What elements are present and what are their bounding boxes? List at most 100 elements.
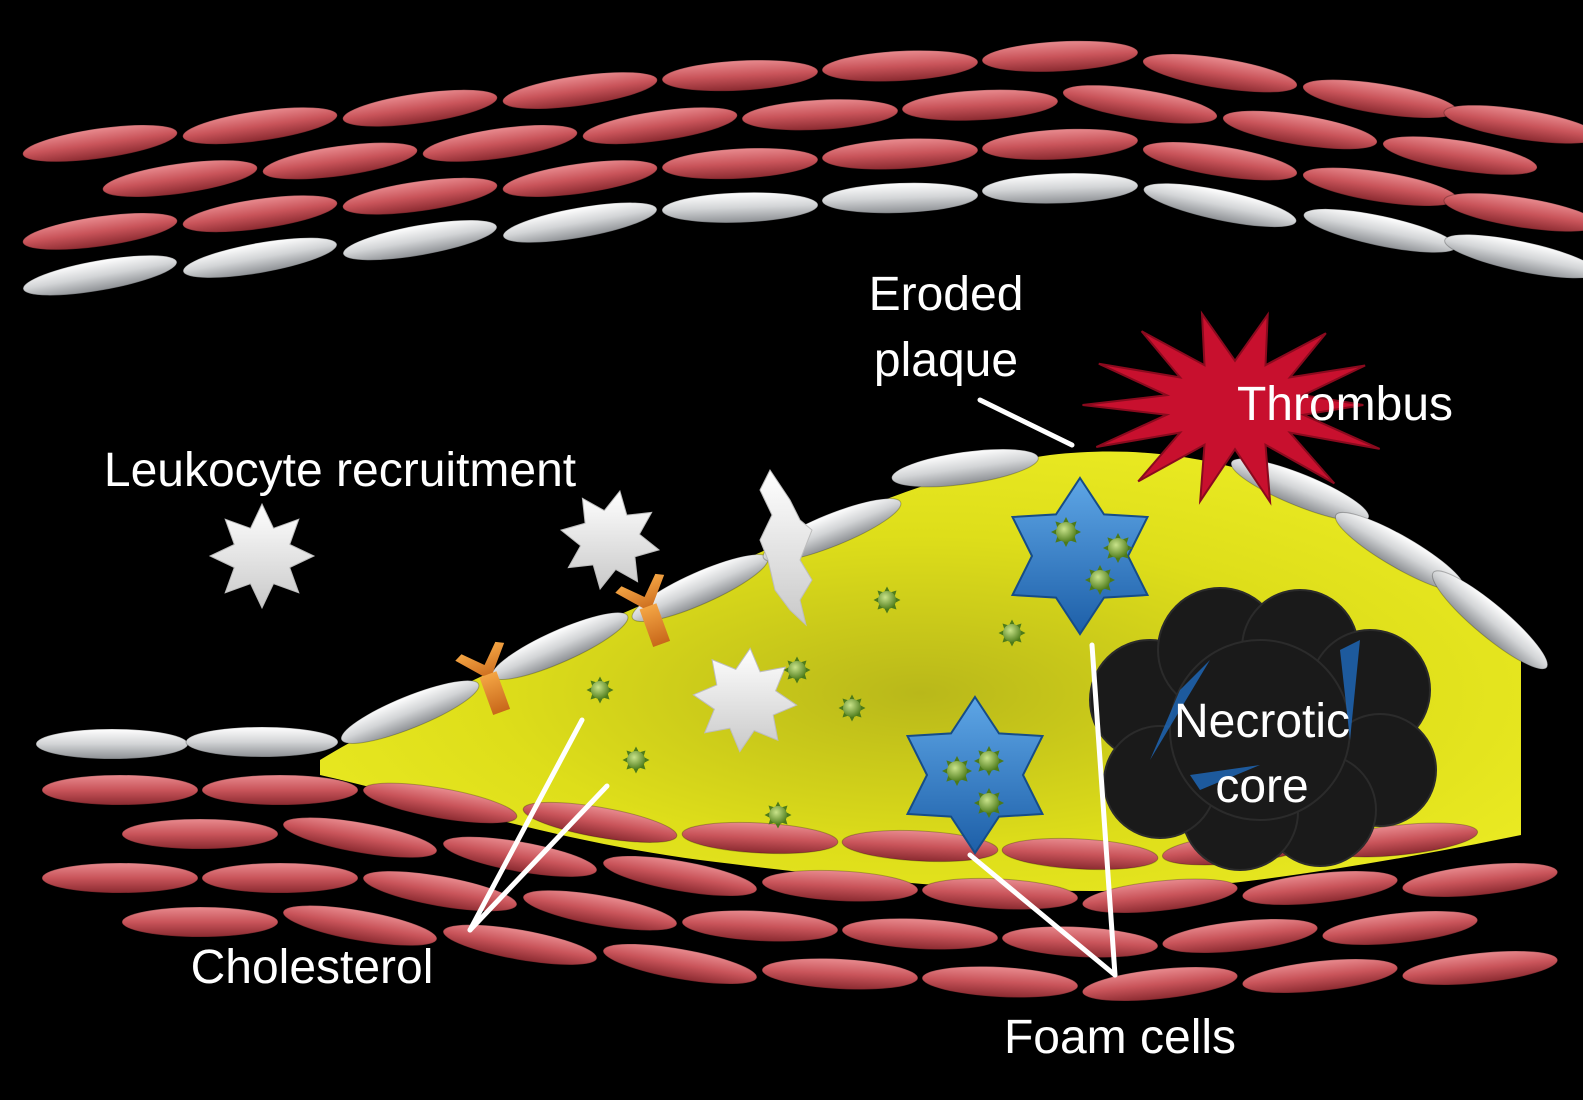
endothelial-cell xyxy=(661,191,819,224)
endothelial-cell xyxy=(821,182,979,214)
endothelial-cell xyxy=(1303,208,1457,254)
leukocyte-migrating-icon xyxy=(759,469,813,627)
leader-line xyxy=(467,783,610,933)
leukocyte-icon xyxy=(208,502,316,610)
endothelial-cell xyxy=(182,237,338,279)
adhesion-molecule-head xyxy=(455,641,505,680)
smooth-muscle-cell xyxy=(582,106,738,145)
smooth-muscle-cell xyxy=(1401,862,1559,898)
cholesterol-icon xyxy=(1103,533,1133,563)
thrombus-label: Thrombus xyxy=(1237,378,1453,431)
smooth-muscle-cell xyxy=(1161,918,1319,954)
endothelial-cell xyxy=(1143,182,1297,228)
smooth-muscle-cell xyxy=(661,147,819,180)
cholesterol-icon xyxy=(974,746,1004,776)
thrombus-layer xyxy=(1082,310,1381,506)
smooth-muscle-cell xyxy=(282,905,438,947)
adhesion-molecule-icon xyxy=(455,641,511,716)
smooth-muscle-cell xyxy=(1241,958,1399,994)
endothelial-cell xyxy=(1444,234,1583,279)
smooth-muscle-cell xyxy=(681,821,839,855)
smooth-muscle-cell xyxy=(981,128,1139,161)
smooth-muscle-cell xyxy=(1081,878,1239,914)
endothelial-cell xyxy=(185,726,339,758)
smooth-muscle-cell xyxy=(362,870,518,912)
smooth-muscle-cell xyxy=(761,957,919,991)
smooth-muscle-cell xyxy=(1302,167,1458,207)
cholesterol-core xyxy=(627,751,645,769)
cholesterol-core xyxy=(1090,570,1110,590)
thrombus-burst xyxy=(1082,310,1381,506)
adhesion-molecule-icon xyxy=(615,573,671,648)
smooth-muscle-cell xyxy=(1222,110,1378,150)
smooth-muscle-cell xyxy=(442,836,598,878)
smooth-muscle-cell xyxy=(981,40,1139,73)
smooth-muscle-cell xyxy=(41,774,199,806)
smooth-muscle-cell xyxy=(121,818,279,850)
cholesterol-icon xyxy=(974,788,1004,818)
cholesterol-icon xyxy=(586,676,614,704)
leukocyte-icon xyxy=(559,489,661,591)
foam-cell-body xyxy=(905,695,1045,855)
smooth-muscle-cell xyxy=(1081,966,1239,1002)
smooth-muscle-cell xyxy=(1001,837,1159,871)
cholesterol-core xyxy=(843,699,861,717)
endothelial-cell xyxy=(35,728,189,760)
cholesterol-icon xyxy=(838,694,866,722)
cholesterol-icon xyxy=(783,656,811,684)
cholesterol-core xyxy=(979,793,999,813)
necrotic-core-shard xyxy=(1340,640,1360,740)
smooth-muscle-cell xyxy=(1062,84,1218,125)
smooth-muscle-cell xyxy=(821,49,979,83)
foam-cell-icon xyxy=(905,695,1045,855)
smooth-muscle-cell xyxy=(1142,141,1298,181)
leukocyte-icon xyxy=(692,647,798,753)
eroded-plaque-label-line1: Eroded xyxy=(869,268,1024,321)
smooth-muscle-cell xyxy=(1401,950,1559,986)
smooth-muscle-cell xyxy=(41,862,199,894)
smooth-muscle-cell xyxy=(502,71,658,110)
cholesterol-icon xyxy=(1085,565,1115,595)
smooth-muscle-cell xyxy=(262,142,418,180)
leukocyte-recruitment-label: Leukocyte recruitment xyxy=(104,444,576,497)
necrotic-core-label-line2: core xyxy=(1215,760,1308,813)
endothelial-cell xyxy=(1431,570,1549,670)
smooth-muscle-cell xyxy=(342,89,498,128)
smooth-muscle-cell xyxy=(1001,925,1159,959)
smooth-muscle-cell xyxy=(182,106,338,145)
smooth-muscle-cell xyxy=(602,943,758,985)
endothelium-layer xyxy=(22,172,1583,760)
smooth-muscle-cell xyxy=(681,909,839,943)
leader-line xyxy=(467,717,585,933)
cholesterol-core xyxy=(591,681,609,699)
cholesterol-core xyxy=(769,806,787,824)
cholesterol-icon xyxy=(942,756,972,786)
cholesterol-icon xyxy=(764,801,792,829)
cholesterol-icon xyxy=(622,746,650,774)
smooth-muscle-cell xyxy=(1302,79,1458,119)
smooth-muscle-cell xyxy=(821,137,979,171)
smooth-muscle-cell xyxy=(342,177,498,216)
smooth-muscle-cell xyxy=(422,124,578,163)
foam-cell-icon xyxy=(1010,476,1150,636)
cholesterol-core xyxy=(878,591,896,609)
smooth-muscle-cell xyxy=(1321,910,1479,946)
leader-line-layer xyxy=(467,397,1118,978)
eroded-plaque-label-line2: plaque xyxy=(874,334,1018,387)
smooth-muscle-cell xyxy=(661,59,819,92)
cell-layer xyxy=(208,469,1150,855)
cholesterol-core xyxy=(979,751,999,771)
endothelial-cell xyxy=(981,172,1139,205)
smooth-muscle-cell xyxy=(921,965,1079,999)
smooth-muscle-cell xyxy=(182,194,338,233)
foam-cells-label: Foam cells xyxy=(1004,1011,1236,1064)
smooth-muscle-cell xyxy=(502,159,658,198)
cholesterol-icon xyxy=(1051,517,1081,547)
cholesterol-core xyxy=(947,761,967,781)
cholesterol-label: Cholesterol xyxy=(191,941,434,994)
smooth-muscle-cell xyxy=(201,774,359,806)
smooth-muscle-cell xyxy=(761,869,919,903)
smooth-muscle-layer xyxy=(22,40,1583,1002)
smooth-muscle-cell xyxy=(22,212,178,251)
